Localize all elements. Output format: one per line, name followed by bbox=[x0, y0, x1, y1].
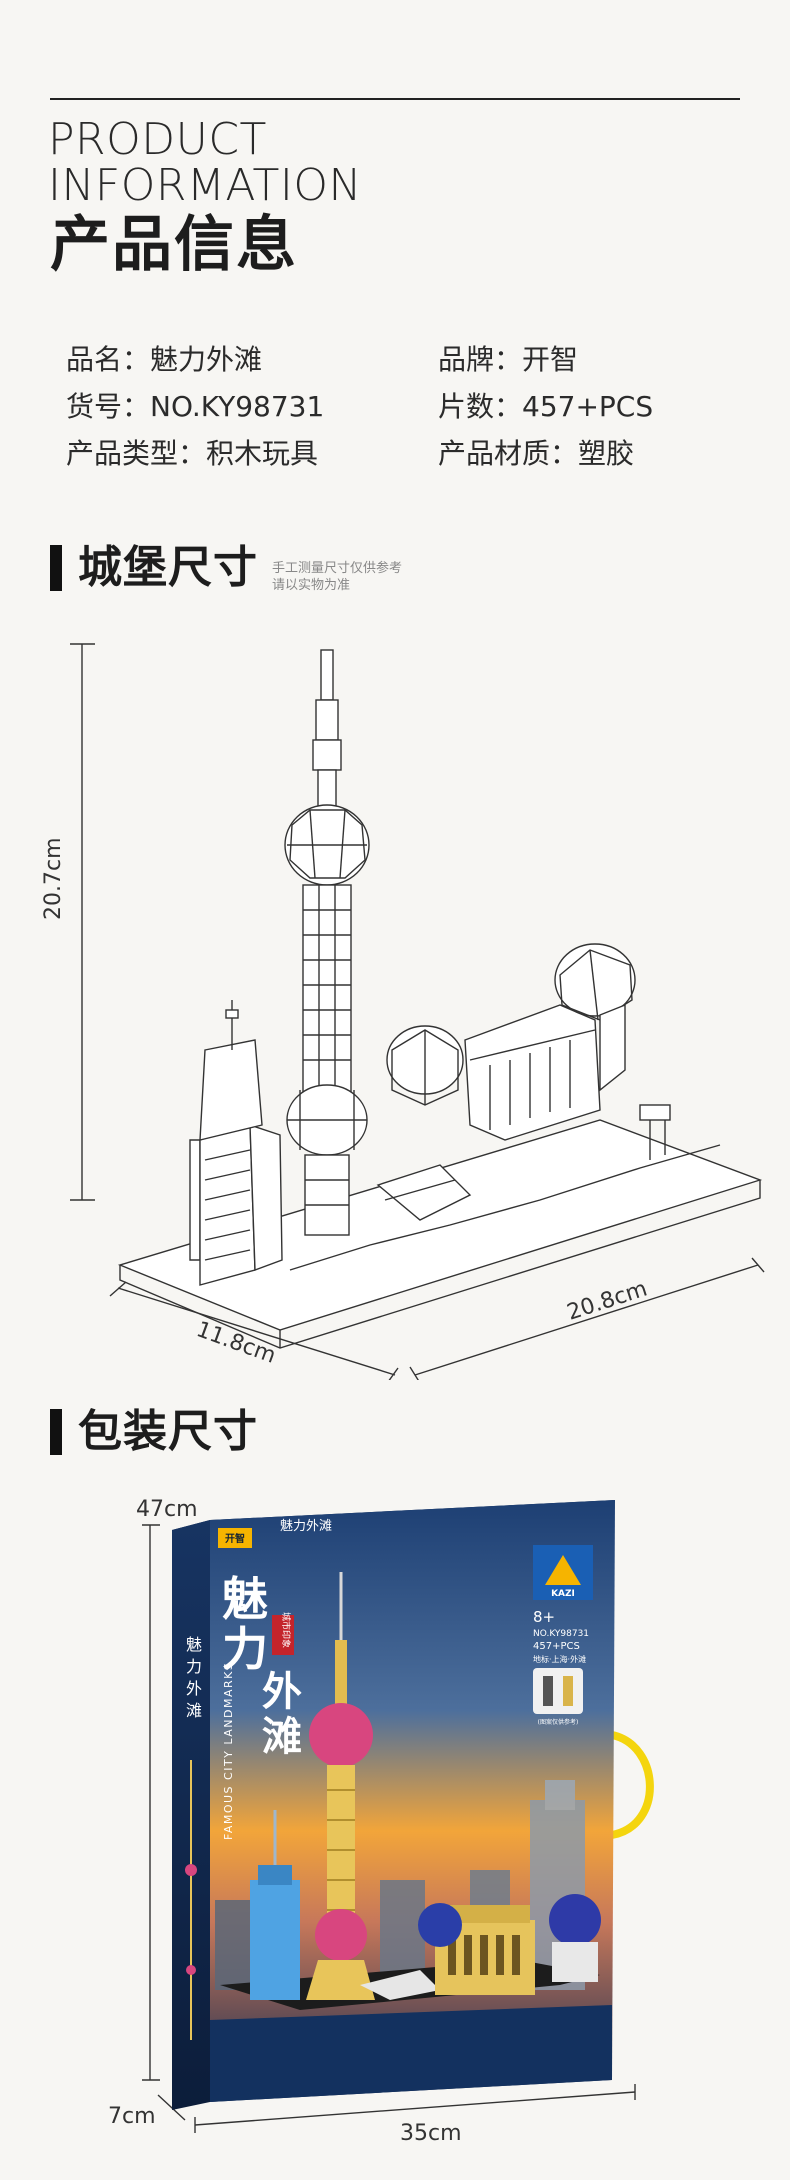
info-item-no: 货号：NO.KY98731 bbox=[66, 390, 325, 423]
measure-note-1: 手工测量尺寸仅供参考 bbox=[272, 561, 403, 576]
box-figure-note: (图案仅供参考) bbox=[538, 1718, 579, 1726]
info-material: 产品材质：塑胶 bbox=[438, 437, 635, 470]
section-title-package: 包装尺寸 bbox=[78, 1406, 258, 1457]
pkg-depth-label: 7cm bbox=[108, 2104, 156, 2129]
box-item-no: NO.KY98731 bbox=[533, 1629, 589, 1639]
box-age: 8+ bbox=[533, 1608, 555, 1626]
info-pieces: 片数：457+PCS bbox=[438, 390, 654, 423]
box-side-title-1: 魅 bbox=[186, 1635, 202, 1654]
top-divider bbox=[50, 98, 740, 100]
box-subtitle: 地标·上海·外滩 bbox=[533, 1654, 586, 1664]
section-marker-castle bbox=[50, 545, 62, 591]
info-name: 品名：魅力外滩 bbox=[66, 343, 263, 376]
pkg-width-label: 35cm bbox=[400, 2121, 462, 2146]
package-illustration: 47cm 7cm 35cm bbox=[108, 1497, 654, 2146]
box-side-title-3: 外 bbox=[186, 1679, 202, 1698]
heading-zh-title: 产品信息 bbox=[50, 210, 298, 280]
box-handle bbox=[610, 1731, 654, 1839]
info-type: 产品类型：积木玩具 bbox=[66, 437, 319, 470]
section-title-castle: 城堡尺寸 bbox=[78, 542, 258, 593]
box-seal-text: 城市印象 bbox=[280, 1612, 292, 1648]
section-marker-package bbox=[50, 1409, 62, 1455]
dim-height-label: 20.7cm bbox=[41, 837, 66, 920]
box-side-title-4: 滩 bbox=[186, 1701, 202, 1720]
box-title-3: 外 bbox=[262, 1669, 302, 1715]
box-title-1: 魅 bbox=[222, 1572, 268, 1626]
box-series: FAMOUS CITY LANDMARKS bbox=[222, 1662, 235, 1840]
heading-en-information: INFORMATION bbox=[48, 160, 362, 211]
dim-width-label: 20.8cm bbox=[564, 1276, 650, 1325]
info-brand: 品牌：开智 bbox=[438, 343, 579, 376]
box-top-title: 魅力外滩 bbox=[280, 1519, 332, 1534]
pkg-height-label: 47cm bbox=[136, 1497, 198, 1522]
measure-note-2: 请以实物为准 bbox=[272, 578, 351, 593]
box-title-4: 滩 bbox=[262, 1714, 302, 1760]
box-pieces: 457+PCS bbox=[533, 1641, 580, 1652]
model-line-drawing: 20.7cm 11.8cm 20.8cm bbox=[41, 643, 765, 1380]
box-brand-logo-text: KAZI bbox=[551, 1589, 575, 1599]
box-seal bbox=[272, 1615, 294, 1655]
box-side-title-2: 力 bbox=[186, 1657, 202, 1676]
box-brand-small: 开智 bbox=[225, 1532, 245, 1545]
box-title-2: 力 bbox=[222, 1622, 268, 1676]
box-minifig-panel bbox=[533, 1668, 583, 1714]
heading-en-product: PRODUCT bbox=[48, 114, 267, 165]
